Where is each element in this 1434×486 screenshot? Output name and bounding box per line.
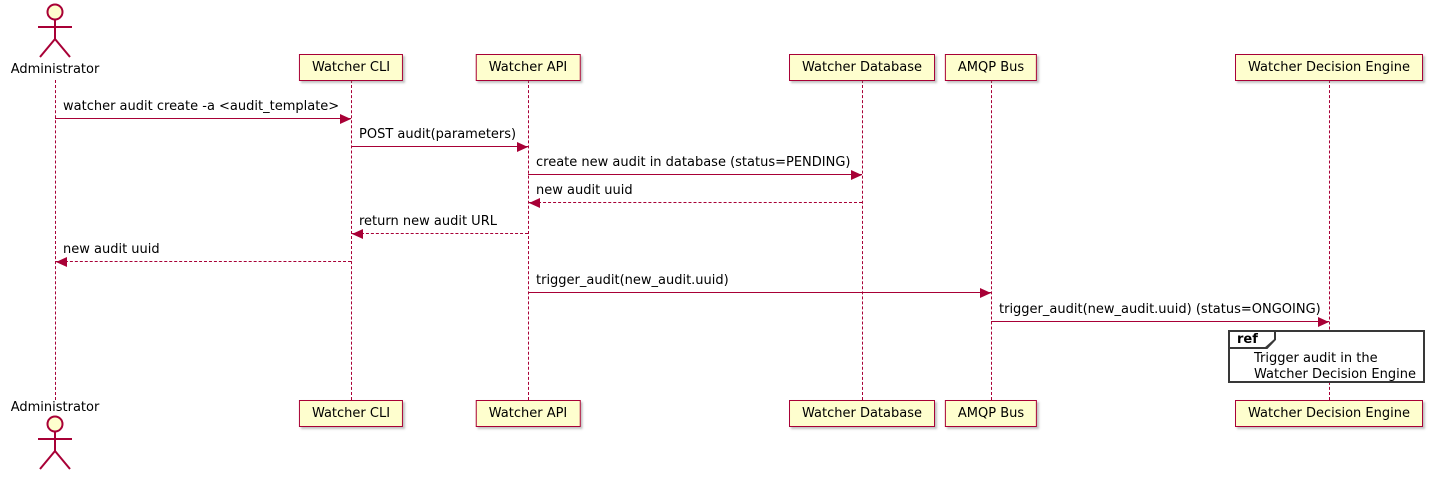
message-line-6 xyxy=(528,292,991,293)
message-line-4 xyxy=(351,233,528,234)
message-arrowhead-0 xyxy=(340,114,351,124)
message-line-1 xyxy=(351,146,528,147)
message-label-2: create new audit in database (status=PEN… xyxy=(536,155,851,170)
ref-tab-label: ref xyxy=(1230,332,1274,347)
message-line-5 xyxy=(55,261,351,262)
message-arrowhead-6 xyxy=(980,288,991,298)
participant-amqp-bus-top: AMQP Bus xyxy=(944,54,1038,81)
ref-text-line-0: Trigger audit in the xyxy=(1254,351,1378,366)
message-label-5: new audit uuid xyxy=(63,242,160,257)
message-label-3: new audit uuid xyxy=(536,183,633,198)
message-line-2 xyxy=(528,174,862,175)
participant-watcher-database-bottom: Watcher Database xyxy=(789,400,935,427)
participant-watcher-decision-engine-top: Watcher Decision Engine xyxy=(1235,54,1423,81)
message-arrowhead-2 xyxy=(851,170,862,180)
participant-administrator-bottom-label: Administrator xyxy=(10,400,100,415)
message-arrowhead-4 xyxy=(352,229,363,239)
lifeline-watcher-api xyxy=(528,80,529,400)
participant-watcher-decision-engine-bottom: Watcher Decision Engine xyxy=(1235,400,1423,427)
lifeline-watcher-cli xyxy=(351,80,352,400)
participant-administrator-top-label: Administrator xyxy=(10,62,100,77)
message-label-6: trigger_audit(new_audit.uuid) xyxy=(536,273,729,288)
message-label-7: trigger_audit(new_audit.uuid) (status=ON… xyxy=(999,302,1321,317)
actor-icon-administrator-bottom xyxy=(35,415,75,473)
lifeline-watcher-database xyxy=(862,80,863,400)
participant-watcher-api-bottom: Watcher API xyxy=(475,400,581,427)
message-arrowhead-5 xyxy=(56,257,67,267)
actor-icon-administrator-top xyxy=(35,3,75,61)
message-arrowhead-7 xyxy=(1318,317,1329,327)
message-label-0: watcher audit create -a <audit_template> xyxy=(63,99,340,114)
message-label-4: return new audit URL xyxy=(359,214,497,229)
message-line-0 xyxy=(55,118,351,119)
lifeline-administrator xyxy=(55,80,56,400)
message-line-3 xyxy=(528,202,862,203)
participant-watcher-api-top: Watcher API xyxy=(475,54,581,81)
message-arrowhead-3 xyxy=(529,198,540,208)
lifeline-watcher-decision-engine xyxy=(1329,80,1330,400)
message-arrowhead-1 xyxy=(517,142,528,152)
ref-tab: ref xyxy=(1228,330,1276,349)
ref-text-line-1: Watcher Decision Engine xyxy=(1254,367,1416,382)
participant-amqp-bus-bottom: AMQP Bus xyxy=(944,400,1038,427)
participant-watcher-database-top: Watcher Database xyxy=(789,54,935,81)
message-label-1: POST audit(parameters) xyxy=(359,127,517,142)
message-line-7 xyxy=(991,321,1329,322)
participant-watcher-cli-top: Watcher CLI xyxy=(298,54,404,81)
lifeline-amqp-bus xyxy=(991,80,992,400)
participant-watcher-cli-bottom: Watcher CLI xyxy=(298,400,404,427)
